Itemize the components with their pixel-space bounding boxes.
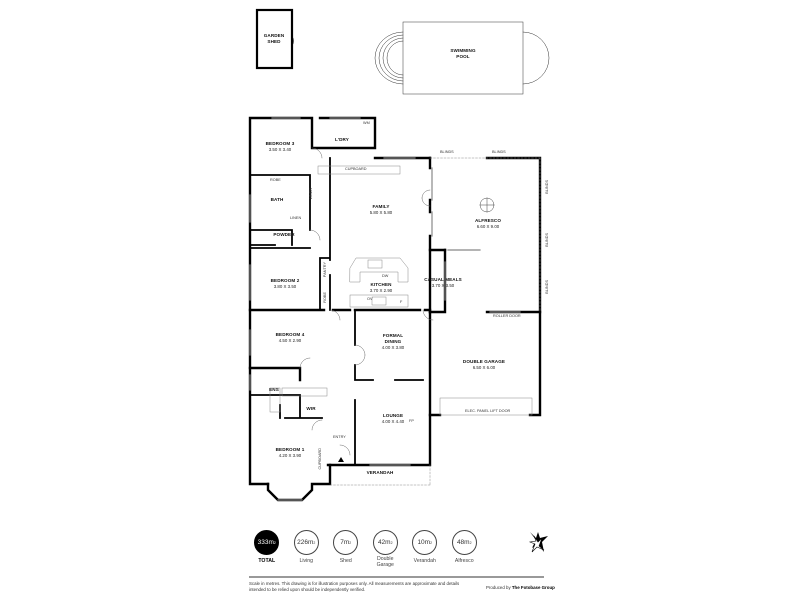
producer-credit: Produced by The Fotobase Group	[486, 585, 555, 590]
room-double-garage-dims: 6.50 X 6.00	[472, 365, 496, 370]
room-family-name: FAMILY	[372, 204, 390, 209]
area-alfresco-label: Alfresco	[454, 558, 474, 564]
room-bedroom4-name: BEDROOM 4	[275, 332, 305, 337]
annotation-dishwasher: DW	[382, 274, 389, 278]
annotation-blinds-right-3: BLINDS	[545, 280, 549, 294]
room-formal-dining-name: FORMAL DINING	[382, 333, 404, 344]
room-alfresco-name: ALFRESCO	[474, 218, 502, 223]
room-ens-name: ENS	[269, 387, 279, 392]
annotation-wm: WM	[363, 121, 370, 125]
area-verandah-label: Verandah	[413, 558, 436, 564]
room-casual-meals-dims: 3.70 X 3.50	[431, 283, 455, 288]
swimming-pool-label: SWIMMING POOL	[450, 48, 476, 59]
producer-name: The Fotobase Group	[511, 585, 555, 590]
annotation-blinds-top-1: BLINDS	[440, 150, 454, 154]
area-living-label: Living	[299, 558, 314, 564]
area-shed-label: Shed	[339, 558, 352, 564]
area-total-label: TOTAL	[258, 558, 276, 564]
annotation-linen-1: LINEN	[309, 188, 313, 200]
room-double-garage-name: DOUBLE GARAGE	[462, 359, 506, 364]
room-formal-dining-dims: 4.00 X 3.80	[381, 345, 405, 350]
room-bedroom2-dims: 3.80 X 3.50	[273, 284, 297, 289]
disclaimer: Scale in metres. This drawing is for ill…	[249, 581, 460, 592]
north-arrow-icon	[528, 532, 548, 553]
annotation-panel-lift-door: ELEC. PANEL LIFT DOOR	[465, 409, 511, 413]
room-lounge-name: LOUNGE	[382, 413, 404, 418]
room-bedroom3-name: BEDROOM 3	[265, 141, 295, 146]
annotation-fireplace: FP	[409, 419, 414, 423]
room-alfresco-dims: 6.60 X 9.00	[476, 224, 500, 229]
annotation-robe: ROBE	[270, 178, 281, 182]
garden-shed-label: GARDEN SHED	[263, 33, 285, 44]
room-casual-meals-name: CASUAL MEALS	[424, 277, 462, 282]
annotation-robe-2: ROBE	[323, 292, 327, 303]
annotation-cupboard: CUPBOARD	[345, 167, 367, 171]
floor-plan: GARDEN SHED SWIMMING POOL BEDROOM 3 3.50…	[248, 8, 550, 502]
room-entry-name: ENTRY	[333, 435, 346, 439]
annotation-roller-door: ROLLER DOOR	[493, 314, 521, 318]
room-powder-name: POWDER	[273, 232, 295, 237]
room-bedroom4-dims: 4.50 X 2.90	[278, 338, 302, 343]
room-bedroom1-name: BEDROOM 1	[275, 447, 305, 452]
room-lounge-dims: 4.00 X 4.40	[381, 419, 405, 424]
room-family-dims: 5.80 X 5.80	[369, 210, 393, 215]
annotation-oven: OV	[367, 297, 373, 301]
room-bath-name: BATH	[270, 197, 284, 202]
room-bedroom2-name: BEDROOM 2	[270, 278, 300, 283]
room-bedroom3-dims: 3.50 X 3.40	[268, 147, 292, 152]
area-double-garage-label: Double Garage	[376, 556, 394, 568]
room-kitchen-dims: 3.70 X 2.90	[369, 288, 393, 293]
room-wir-name: WIR	[306, 406, 316, 411]
footer-divider	[249, 576, 544, 578]
annotation-blinds-right-2: BLINDS	[545, 233, 549, 247]
room-bedroom1-dims: 4.20 X 3.90	[278, 453, 302, 458]
room-laundry-name: L'DRY	[335, 137, 349, 142]
room-verandah-name: VERANDAH	[366, 470, 394, 475]
floor-plan-drawing	[248, 8, 550, 502]
room-kitchen-name: KITCHEN	[370, 282, 392, 287]
annotation-blinds-top-2: BLINDS	[492, 150, 506, 154]
annotation-fridge: F	[400, 300, 403, 304]
annotation-cupboard-2: CUPBOARD	[318, 448, 322, 470]
annotation-blinds-right-1: BLINDS	[545, 180, 549, 194]
annotation-linen-2: LINEN	[290, 216, 302, 220]
annotation-pantry: PANTRY	[323, 262, 327, 278]
